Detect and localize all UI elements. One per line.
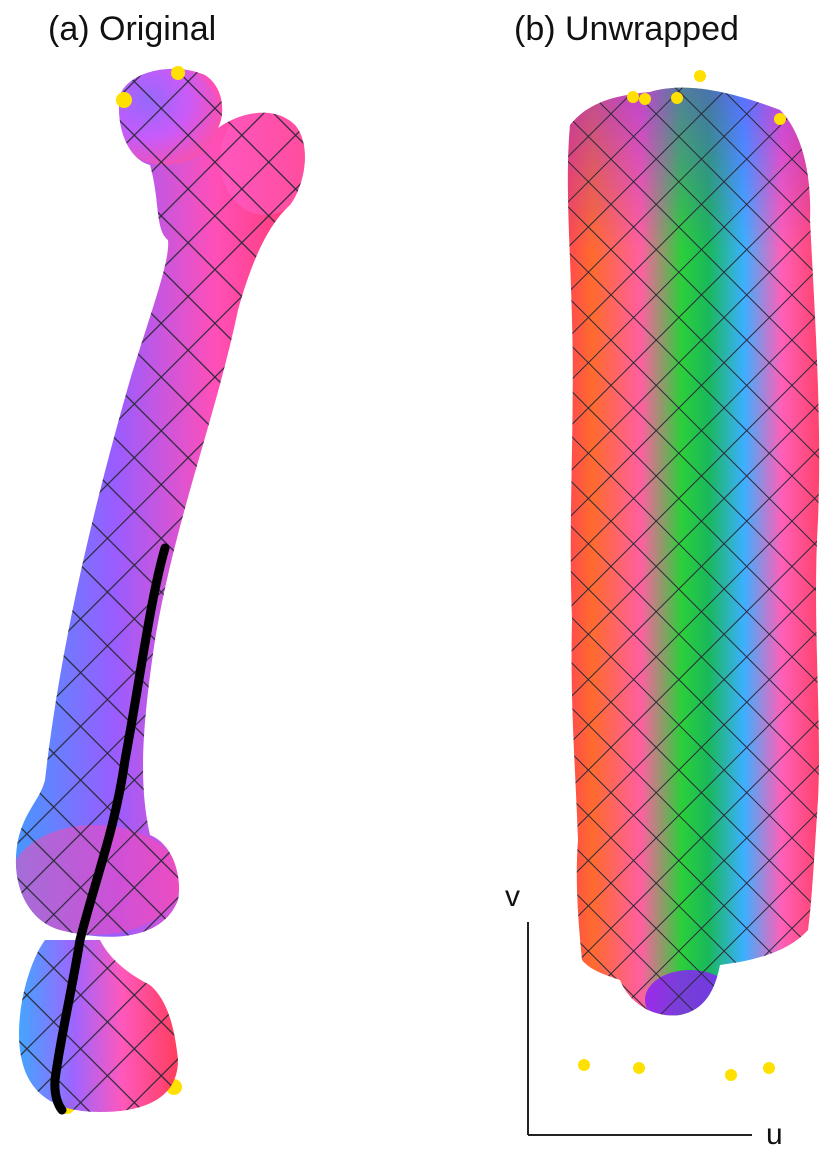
- unwrapped-uv-map: [567, 87, 820, 1016]
- uv-axes: [527, 922, 752, 1136]
- landmark-point: [633, 1062, 645, 1074]
- panel-a-title: (a) Original: [48, 10, 217, 48]
- landmark-point: [627, 91, 639, 103]
- landmark-point: [763, 1062, 775, 1074]
- panel-b-title: (b) Unwrapped: [514, 10, 739, 48]
- u-axis-label: u: [766, 1118, 783, 1151]
- v-axis-label: v: [505, 880, 520, 913]
- landmark-point: [639, 93, 651, 105]
- femur-distal-end: [19, 935, 178, 1115]
- landmarks-unwrapped: [578, 70, 786, 1081]
- landmark-point: [694, 70, 706, 82]
- landmark-point: [725, 1069, 737, 1081]
- landmark-point: [671, 92, 683, 104]
- landmark-point: [116, 92, 132, 108]
- femur-bone-mesh: [15, 68, 305, 1085]
- landmark-point: [578, 1059, 590, 1071]
- landmark-point: [171, 66, 185, 80]
- landmark-point: [774, 113, 786, 125]
